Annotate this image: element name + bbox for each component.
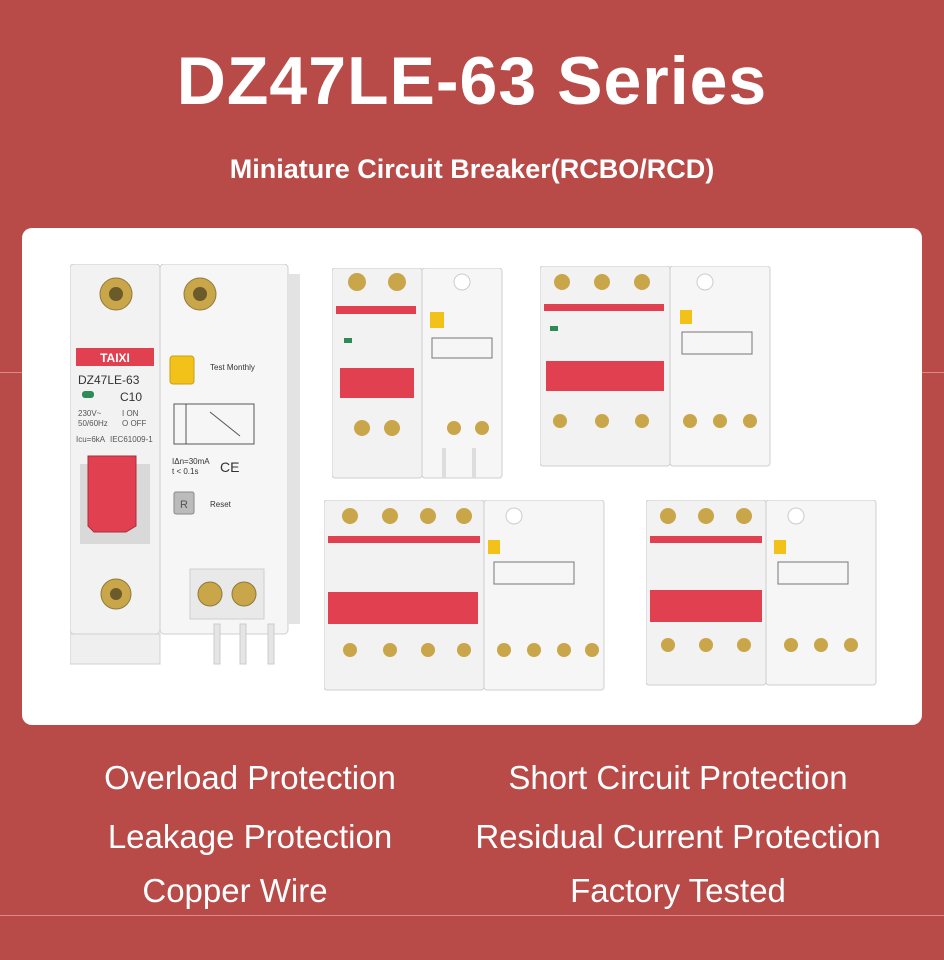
terminal-screw-icon	[231, 581, 257, 607]
reset-button-icon	[173, 491, 195, 515]
divider-line-bottom	[0, 915, 944, 916]
standard-label: IEC61009-1	[110, 435, 153, 444]
leakage-current-label: IΔn=30mA	[172, 457, 210, 466]
breaker-4p	[324, 500, 605, 691]
terminal-screw-icon	[197, 581, 223, 607]
reset-key-label: R	[180, 499, 188, 511]
feature-residual-current: Residual Current Protection	[475, 818, 881, 855]
feature-leakage: Leakage Protection	[107, 818, 393, 855]
test-button-icon	[169, 355, 195, 385]
model-label: DZ47LE-63	[78, 373, 140, 387]
product-panel: TAIXI DZ47LE-63 C10 230V~ 50/60Hz I ON O…	[22, 228, 922, 725]
frequency-label: 50/60Hz	[78, 419, 108, 428]
feature-factory-tested: Factory Tested	[570, 872, 786, 909]
toggle-lever	[87, 455, 137, 533]
test-monthly-label: Test Monthly	[210, 363, 255, 372]
off-label: O OFF	[122, 419, 147, 428]
voltage-label: 230V~	[78, 409, 102, 418]
brand-label: TAIXI	[100, 351, 130, 365]
feature-short-circuit: Short Circuit Protection	[508, 759, 848, 796]
page-subtitle: Miniature Circuit Breaker(RCBO/RCD)	[229, 154, 715, 184]
rating-label: C10	[120, 390, 142, 404]
breaker-3p-n	[646, 500, 877, 686]
ce-mark-icon: CE	[220, 459, 239, 475]
reset-label: Reset	[210, 500, 232, 509]
breaker-3p-small	[540, 266, 771, 467]
feature-copper-wire: Copper Wire	[142, 872, 328, 909]
feature-overload: Overload Protection	[104, 759, 396, 796]
trip-time-label: t < 0.1s	[172, 467, 198, 476]
breaker-1p-n-small	[332, 268, 503, 479]
breaker-1p-n-large: TAIXI DZ47LE-63 C10 230V~ 50/60Hz I ON O…	[70, 264, 300, 665]
page-title: DZ47LE-63 Series	[176, 43, 768, 119]
icu-label: Icu=6kA	[76, 435, 106, 444]
on-label: I ON	[122, 409, 139, 418]
